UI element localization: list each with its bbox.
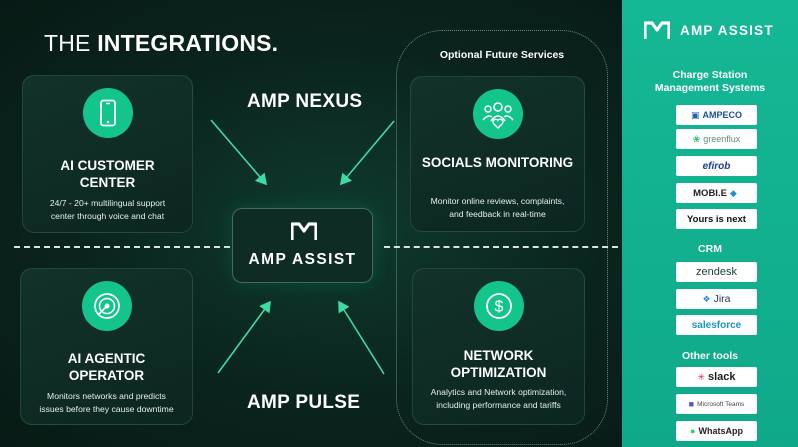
jira-logo-icon: ❖ <box>702 293 711 304</box>
card-desc-line1: 24/7 - 20+ multilingual support <box>49 198 166 208</box>
chip-label: MOBI.E <box>693 187 727 199</box>
chip-label: Microsoft Teams <box>697 400 745 408</box>
integrations-diagram: THE INTEGRATIONS. Optional Future Servic… <box>0 0 622 447</box>
card-description: Monitor online reviews, complaints, and … <box>417 195 578 221</box>
integration-zendesk: zendesk <box>676 262 757 282</box>
amp-logo-icon <box>291 222 317 240</box>
card-description: Monitors networks and predicts issues be… <box>27 390 186 416</box>
sidebar-brand-name: AMP ASSIST <box>680 22 774 38</box>
charge-heading-line2: Management Systems <box>654 81 766 94</box>
sidebar-brand: AMP ASSIST <box>644 20 774 40</box>
chip-label: Yours is next <box>687 213 746 225</box>
integration-mobie: MOBI.E ◆ <box>676 183 757 203</box>
arrows <box>210 119 395 375</box>
card-title-line1: AI AGENTIC <box>67 351 146 366</box>
amp-assist-hub: AMP ASSIST <box>232 208 373 283</box>
chip-label: salesforce <box>691 319 742 331</box>
slack-logo-icon: ✳ <box>697 371 705 382</box>
ampeco-logo-icon: ▣ <box>690 109 700 120</box>
card-title: NETWORK OPTIMIZATION <box>413 347 584 381</box>
amp-nexus-label: AMP NEXUS <box>247 91 363 112</box>
integration-jira: ❖ Jira <box>676 289 757 309</box>
card-description: Analytics and Network optimization, incl… <box>419 386 578 412</box>
card-ai-agentic-operator: AI AGENTIC OPERATOR Monitors networks an… <box>20 268 193 425</box>
dollar-coin-icon: $ <box>473 281 524 331</box>
integration-ampeco: ▣ AMPECO <box>676 105 757 125</box>
chip-label: AMPECO <box>702 110 743 120</box>
svg-text:$: $ <box>494 299 503 316</box>
integrations-sidebar: AMP ASSIST Charge Station Management Sys… <box>622 0 798 447</box>
greenflux-logo-icon: ❀ <box>692 133 701 144</box>
chip-label: greenflux <box>703 134 741 144</box>
card-title: SOCIALS MONITORING <box>421 155 574 170</box>
card-title-line1: AI CUSTOMER <box>60 158 155 173</box>
card-desc-line2: issues before they cause downtime <box>39 404 174 414</box>
charge-station-heading: Charge Station Management Systems <box>622 69 798 94</box>
card-desc-line1: Monitor online reviews, complaints, <box>430 196 565 206</box>
chip-label: slack <box>708 371 736 383</box>
hub-name: AMP ASSIST <box>248 251 357 268</box>
arrow-top-left <box>210 119 268 186</box>
whatsapp-logo-icon: ● <box>690 426 696 436</box>
card-desc-line2: including performance and tariffs <box>436 400 561 410</box>
arrow-top-right <box>339 120 395 186</box>
arrow-bottom-right <box>338 300 385 375</box>
mobie-logo-icon: ◆ <box>729 187 737 198</box>
people-group-icon <box>472 89 523 139</box>
future-services-boundary <box>396 30 608 445</box>
divider-left <box>14 246 230 248</box>
card-socials-monitoring: SOCIALS MONITORING Monitor online review… <box>410 76 585 232</box>
amp-pulse-label: AMP PULSE <box>247 392 361 413</box>
page-title: THE INTEGRATIONS. <box>44 30 278 57</box>
future-services-label: Optional Future Services <box>439 49 565 61</box>
other-tools-heading: Other tools <box>681 350 738 362</box>
radar-icon <box>81 281 132 331</box>
integration-microsoft-teams: ■ Microsoft Teams <box>676 394 757 414</box>
teams-logo-icon: ■ <box>688 399 695 409</box>
smartphone-icon <box>82 88 133 138</box>
charge-heading-line1: Charge Station <box>672 69 748 81</box>
arrow-bottom-left <box>217 300 271 374</box>
amp-logo-icon <box>644 21 670 39</box>
card-desc-line1: Monitors networks and predicts <box>47 391 166 401</box>
chip-label: efirob <box>702 160 731 172</box>
card-title-line1: NETWORK <box>463 348 534 363</box>
chip-label: WhatsApp <box>698 426 743 436</box>
card-description: 24/7 - 20+ multilingual support center t… <box>29 197 186 223</box>
card-desc-line1: Analytics and Network optimization, <box>430 387 567 397</box>
card-ai-customer-center: AI CUSTOMER CENTER 24/7 - 20+ multilingu… <box>22 75 193 233</box>
crm-heading: CRM <box>698 243 722 255</box>
card-title-line2: CENTER <box>79 175 136 190</box>
integration-whatsapp: ● WhatsApp <box>676 421 757 441</box>
integration-yours-is-next: Yours is next <box>676 209 757 229</box>
card-title-line2: OPERATOR <box>68 368 145 383</box>
chip-label: Jira <box>713 293 731 305</box>
integration-efirob: efirob <box>676 156 757 176</box>
title-light: THE <box>44 30 91 56</box>
integration-greenflux: ❀ greenflux <box>676 129 757 149</box>
card-desc-line2: and feedback in real-time <box>449 209 546 219</box>
card-network-optimization: $ NETWORK OPTIMIZATION Analytics and Net… <box>412 268 585 425</box>
card-title: AI AGENTIC OPERATOR <box>21 350 192 384</box>
chip-label: zendesk <box>696 266 737 278</box>
integration-salesforce: salesforce <box>676 315 757 335</box>
card-title-line2: OPTIMIZATION <box>450 365 547 380</box>
divider-right <box>384 246 618 248</box>
title-bold: INTEGRATIONS. <box>97 30 279 56</box>
integration-slack: ✳ slack <box>676 367 757 387</box>
card-title: AI CUSTOMER CENTER <box>23 157 192 191</box>
card-desc-line2: center through voice and chat <box>50 211 165 221</box>
